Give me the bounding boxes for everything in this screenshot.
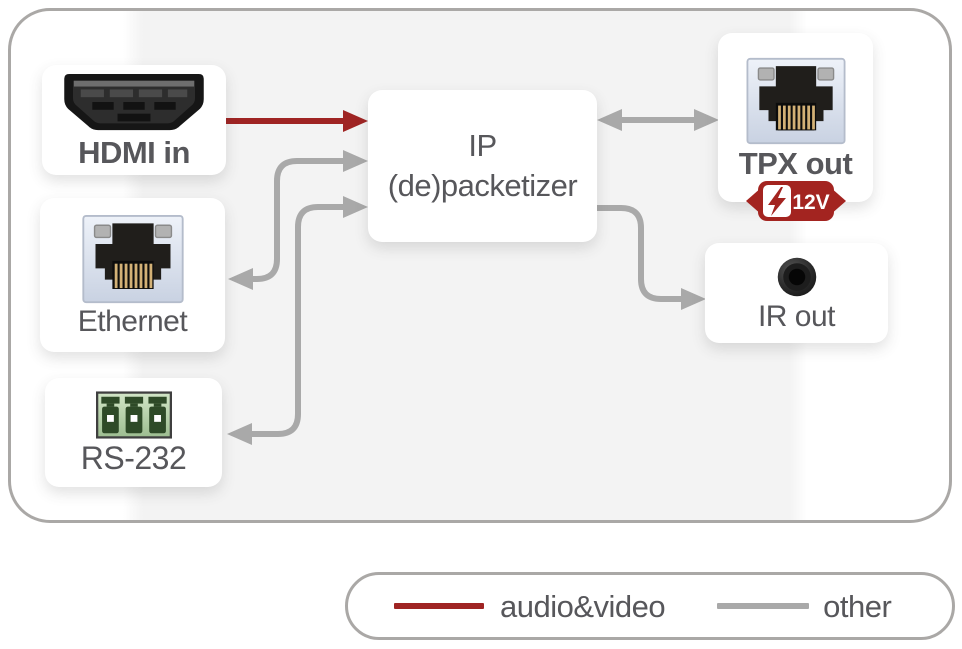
- port-ir-out: IR out: [705, 243, 888, 343]
- ip-depacketizer-line1: IP: [468, 128, 497, 164]
- ir-jack-icon: [777, 257, 816, 296]
- port-tpx-out: TPX out: [718, 33, 873, 202]
- arrowhead-av-into-packetizer: [343, 110, 368, 132]
- arrowhead-into-tpx: [694, 109, 719, 131]
- port-hdmi-in-label: HDMI in: [78, 135, 190, 170]
- lightning-bolt-icon: [768, 187, 786, 216]
- arrowhead-ethernet-into-packetizer: [343, 150, 368, 172]
- port-ethernet-label: Ethernet: [77, 304, 188, 338]
- arrowhead-into-packetizer-from-tpx: [597, 109, 622, 131]
- wire-ir: [597, 205, 682, 302]
- legend: audio&video other: [345, 572, 955, 640]
- port-tpx-out-label: TPX out: [738, 145, 853, 181]
- rs232-terminal-block-icon: [95, 391, 172, 439]
- power-badge-text: 12V: [792, 191, 829, 214]
- port-rs232-label: RS-232: [80, 440, 187, 476]
- arrowhead-into-ir: [681, 288, 706, 310]
- power-12v-badge: 12V: [746, 181, 846, 221]
- wire-ethernet: [252, 158, 345, 282]
- rj45-jack-icon: [746, 57, 845, 144]
- legend-label-audio-video: audio&video: [500, 588, 666, 624]
- rj45-jack-icon: [81, 214, 184, 303]
- arrowhead-into-ethernet: [228, 268, 253, 290]
- ip-depacketizer-box: IP (de)packetizer: [368, 90, 597, 242]
- arrowhead-rs232-into-packetizer: [343, 196, 368, 218]
- port-hdmi-in: HDMI in: [42, 65, 226, 175]
- port-ir-out-label: IR out: [757, 299, 836, 333]
- port-ethernet: Ethernet: [40, 198, 225, 352]
- hdmi-connector-icon: [64, 73, 204, 131]
- wire-rs232: [252, 204, 345, 437]
- port-rs232: RS-232: [45, 378, 222, 487]
- legend-swatch-other: [717, 603, 810, 609]
- arrowhead-into-rs232: [227, 423, 252, 445]
- legend-swatch-audio-video: [394, 603, 484, 609]
- legend-label-other: other: [823, 588, 892, 624]
- ip-depacketizer-line2: (de)packetizer: [387, 168, 578, 203]
